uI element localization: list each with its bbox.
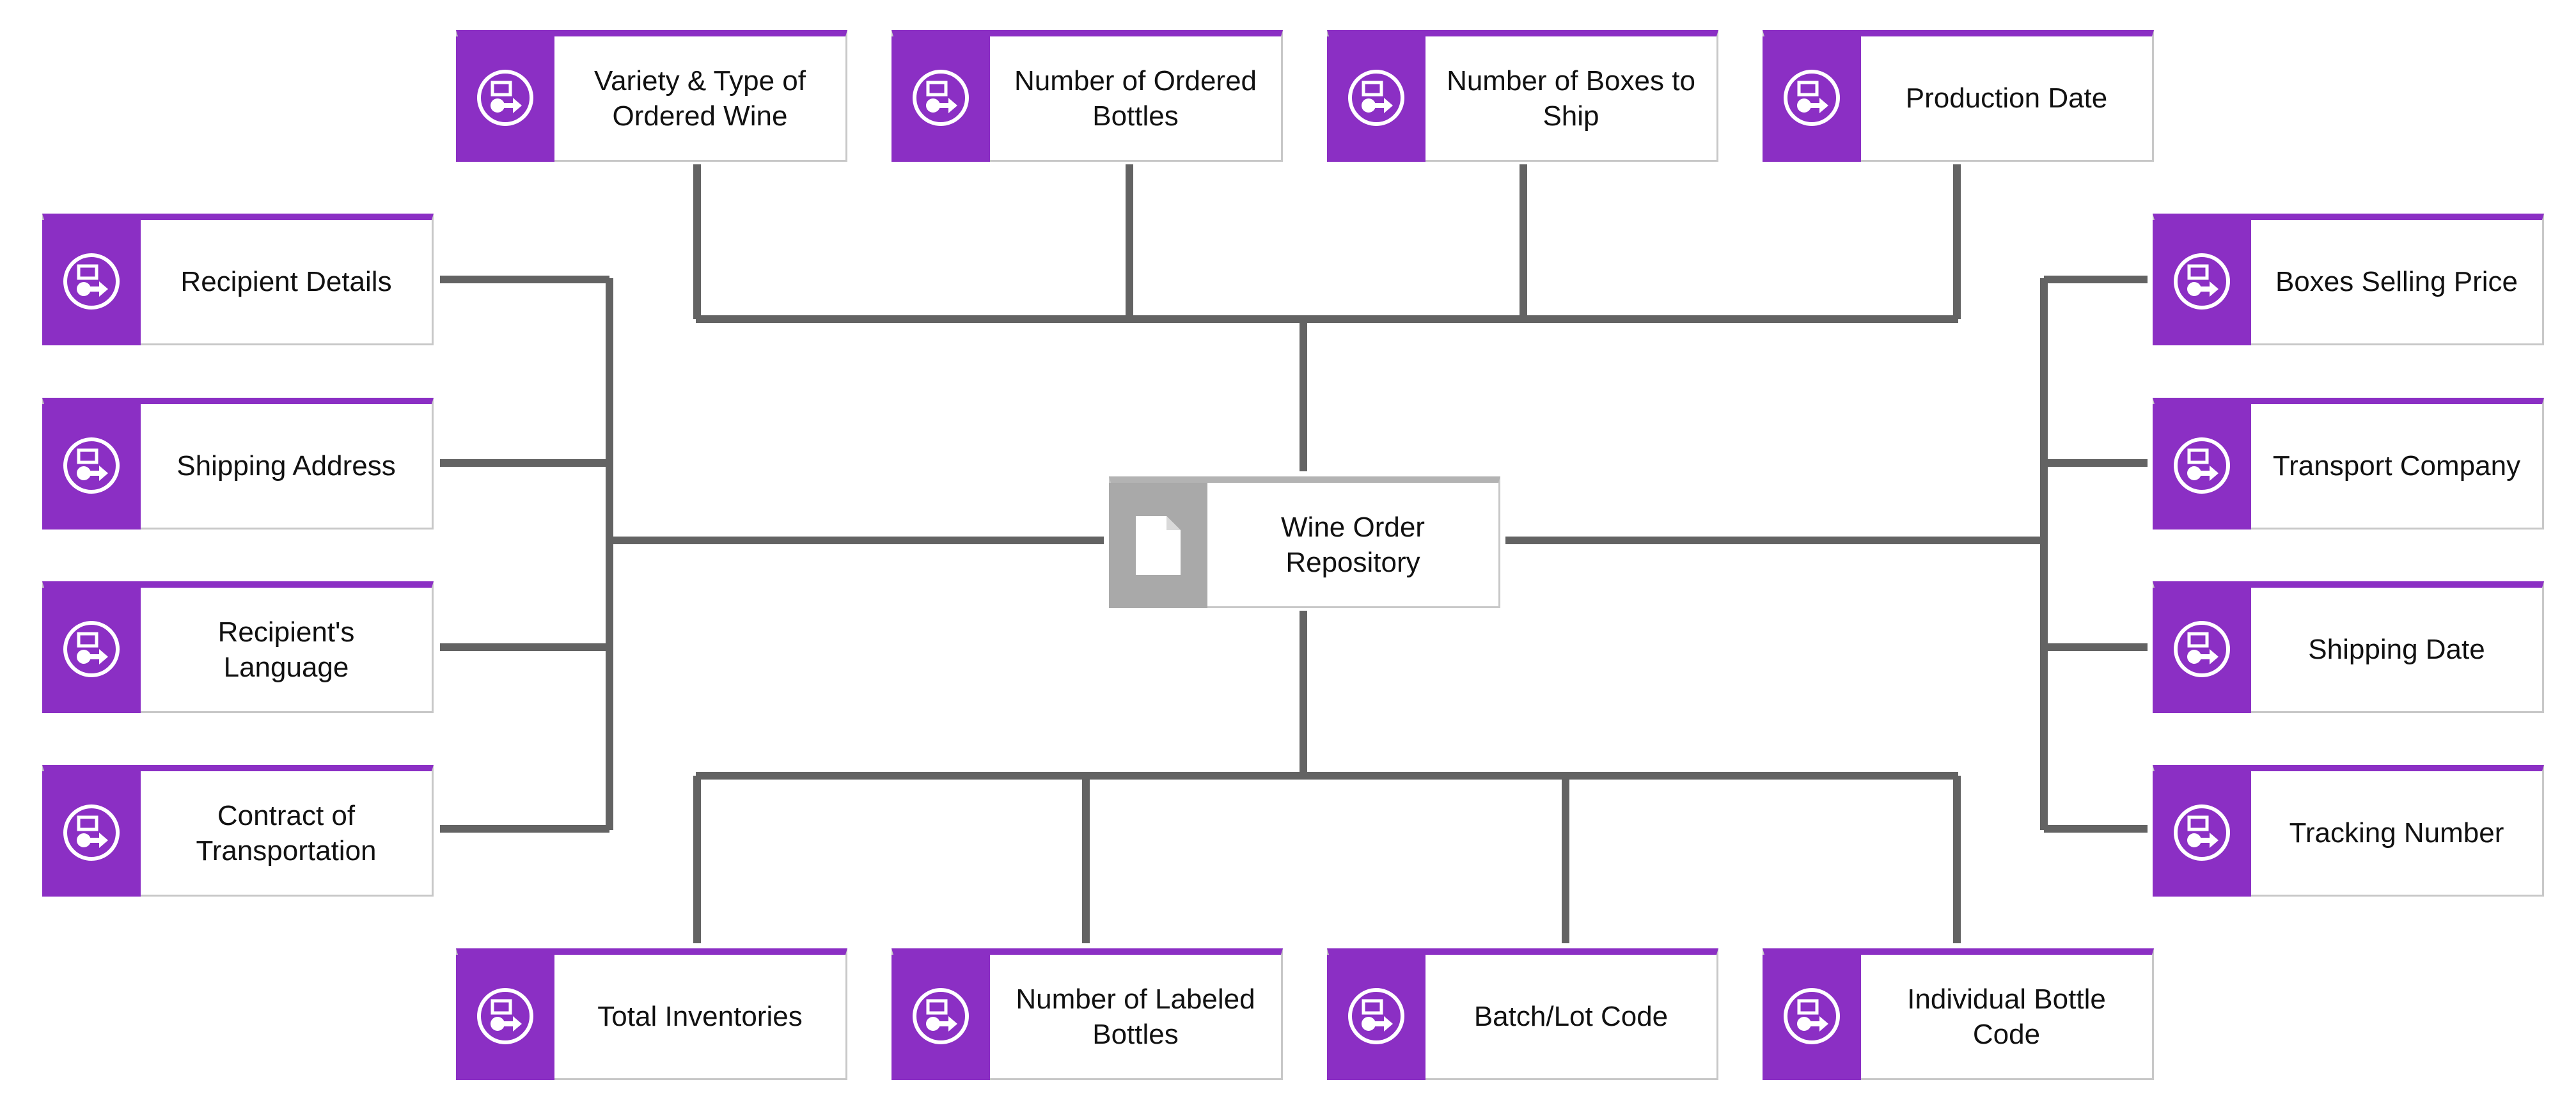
data-flow-icon <box>476 987 535 1049</box>
node-label: Number of Ordered Bottles <box>1014 65 1257 132</box>
node-icon-box <box>2153 588 2251 713</box>
node-icon-box <box>891 36 990 162</box>
node-label: Production Date <box>1905 82 2108 114</box>
node-label: Shipping Address <box>177 450 396 482</box>
node-label: Recipient's Language <box>217 616 355 683</box>
node-icon-box <box>1763 36 1861 162</box>
node-label: Boxes Selling Price <box>2275 266 2518 297</box>
data-flow-icon <box>2172 252 2231 314</box>
data-flow-icon <box>1347 987 1406 1049</box>
center-node-wine-order-repository[interactable]: Wine Order Repository <box>1109 476 1500 608</box>
bottom-node-3[interactable]: Batch/Lot Code <box>1327 948 1718 1080</box>
node-icon-box <box>42 771 141 897</box>
node-icon-box <box>1327 36 1425 162</box>
node-icon-box <box>1327 955 1425 1080</box>
document-icon <box>1136 516 1181 575</box>
right-node-3[interactable]: Shipping Date <box>2153 581 2544 713</box>
data-flow-icon <box>62 436 121 498</box>
left-node-1[interactable]: Recipient Details <box>42 214 434 345</box>
data-flow-icon <box>911 987 970 1049</box>
left-node-3[interactable]: Recipient's Language <box>42 581 434 713</box>
data-flow-icon <box>2172 803 2231 865</box>
node-icon-box <box>456 955 554 1080</box>
bottom-node-4[interactable]: Individual Bottle Code <box>1763 948 2154 1080</box>
node-icon-box <box>2153 404 2251 530</box>
node-icon-box <box>1763 955 1861 1080</box>
node-label: Batch/Lot Code <box>1473 1001 1669 1032</box>
center-node-icon-box <box>1109 483 1207 608</box>
data-flow-icon <box>1347 68 1406 130</box>
data-flow-icon <box>62 803 121 865</box>
node-icon-box <box>42 220 141 345</box>
data-flow-icon <box>476 68 535 130</box>
right-node-1[interactable]: Boxes Selling Price <box>2153 214 2544 345</box>
node-label: Individual Bottle Code <box>1907 983 2106 1050</box>
node-icon-box <box>2153 771 2251 897</box>
bottom-node-1[interactable]: Total Inventories <box>456 948 847 1080</box>
node-icon-box <box>891 955 990 1080</box>
node-icon-box <box>456 36 554 162</box>
data-flow-icon <box>2172 436 2231 498</box>
top-node-1[interactable]: Variety & Type of Ordered Wine <box>456 30 847 162</box>
bottom-node-2[interactable]: Number of Labeled Bottles <box>891 948 1283 1080</box>
node-label: Number of Boxes to Ship <box>1447 65 1695 132</box>
top-node-3[interactable]: Number of Boxes to Ship <box>1327 30 1718 162</box>
node-label: Total Inventories <box>597 1001 803 1032</box>
top-node-2[interactable]: Number of Ordered Bottles <box>891 30 1283 162</box>
node-label: Recipient Details <box>180 266 392 297</box>
left-node-2[interactable]: Shipping Address <box>42 398 434 530</box>
node-label: Shipping Date <box>2308 634 2485 665</box>
node-label: Variety & Type of Ordered Wine <box>594 65 806 132</box>
node-icon-box <box>2153 220 2251 345</box>
center-node-label: Wine Order Repository <box>1281 511 1425 578</box>
data-flow-icon <box>911 68 970 130</box>
left-node-4[interactable]: Contract of Transportation <box>42 765 434 897</box>
top-node-4[interactable]: Production Date <box>1763 30 2154 162</box>
node-label: Tracking Number <box>2289 817 2504 849</box>
data-flow-icon <box>1782 68 1841 130</box>
node-label: Number of Labeled Bottles <box>1016 983 1255 1050</box>
data-flow-icon <box>62 620 121 682</box>
data-flow-icon <box>1782 987 1841 1049</box>
right-node-2[interactable]: Transport Company <box>2153 398 2544 530</box>
right-node-4[interactable]: Tracking Number <box>2153 765 2544 897</box>
node-icon-box <box>42 588 141 713</box>
data-flow-icon <box>2172 620 2231 682</box>
node-icon-box <box>42 404 141 530</box>
data-flow-icon <box>62 252 121 314</box>
node-label: Transport Company <box>2272 450 2521 482</box>
node-label: Contract of Transportation <box>196 799 377 867</box>
